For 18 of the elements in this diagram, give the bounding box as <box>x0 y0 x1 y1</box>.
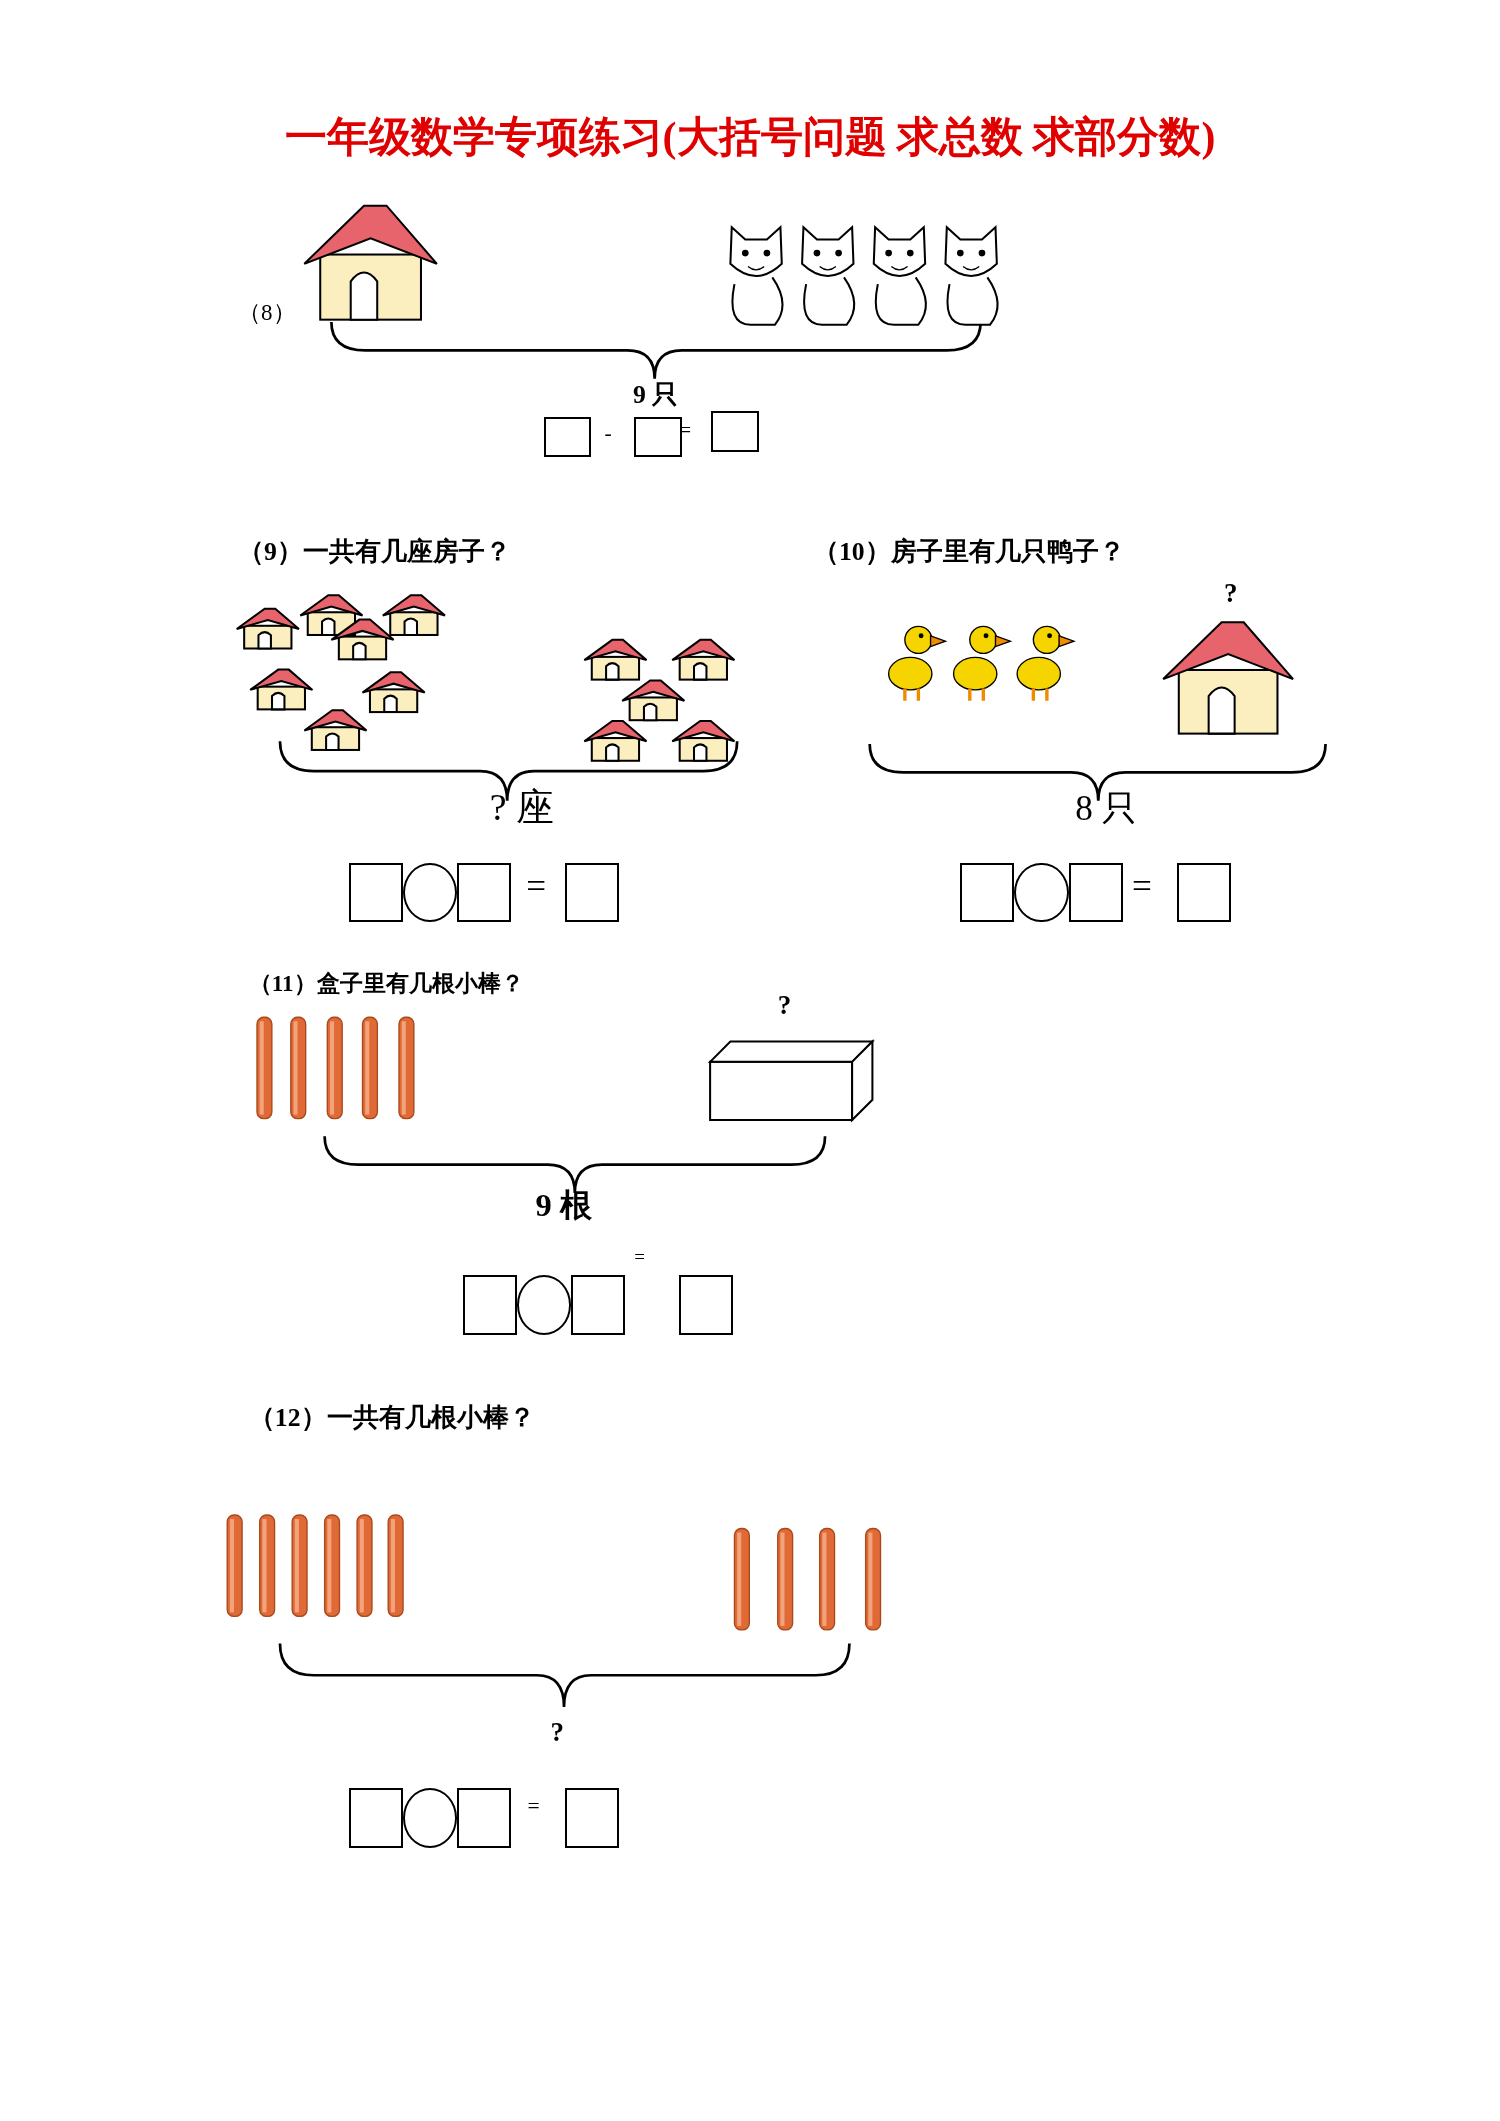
total-label: 9 根 <box>535 1187 592 1224</box>
worksheet-title: 一年级数学专项练习(大括号问题 求总数 求部分数) <box>283 113 1217 160</box>
equals-sign: = <box>526 868 546 908</box>
total-label: 9 只 <box>633 381 679 410</box>
question-number: （8） <box>238 300 296 326</box>
unknown-mark: ? <box>550 1717 564 1748</box>
question-text: （12）一共有几根小棒？ <box>248 1403 535 1433</box>
equals-sign: = <box>1132 868 1152 908</box>
unknown-mark: ? <box>777 991 792 1022</box>
question-text: （9）一共有几座房子？ <box>238 538 511 567</box>
equals-sign: = <box>634 1247 645 1268</box>
equals-sign: = <box>527 1794 540 1819</box>
question-text: （11）盒子里有几根小棒？ <box>248 971 524 997</box>
total-label: 8 只 <box>1075 789 1137 829</box>
minus-sign: - <box>604 422 612 446</box>
unknown-mark: ? <box>1224 578 1238 609</box>
total-label: ? 座 <box>489 787 554 829</box>
question-text: （10）房子里有几只鸭子？ <box>812 538 1125 567</box>
